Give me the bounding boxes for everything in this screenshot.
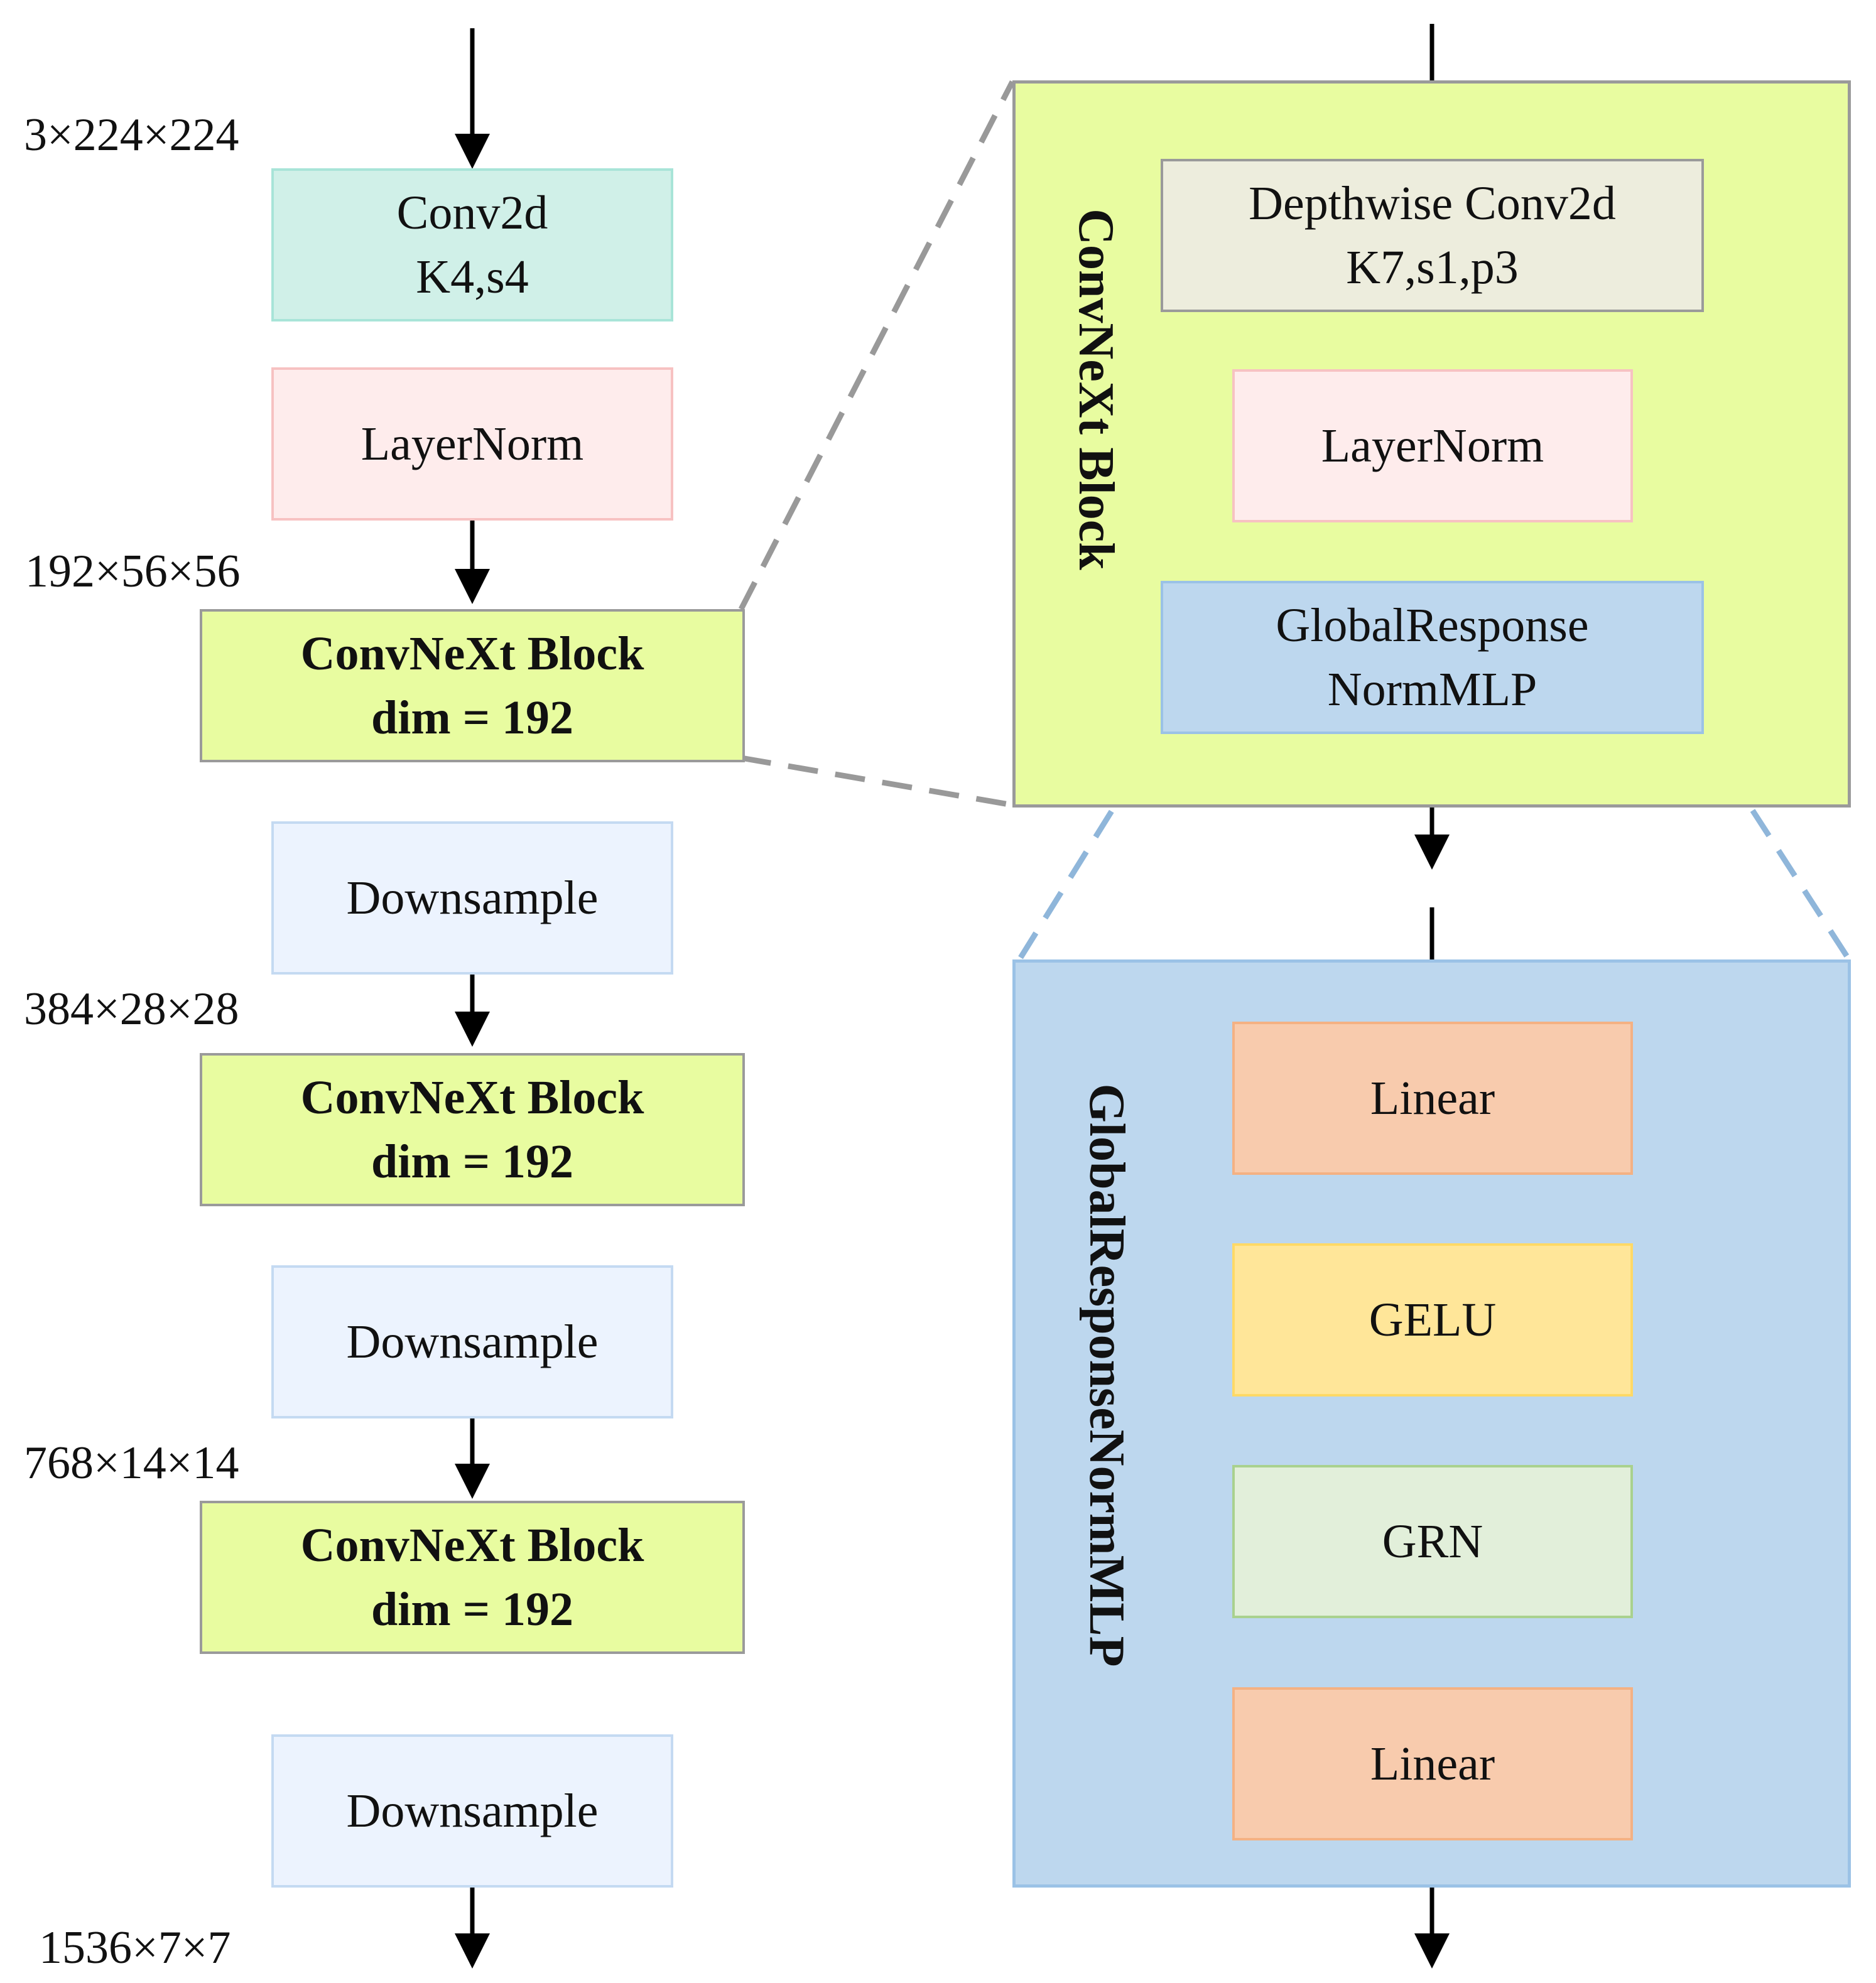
stem-conv-label: Conv2d [396,186,548,239]
dwconv-box: Depthwise Conv2d K7,s1,p3 [1161,159,1704,312]
stem-norm-box: LayerNorm [271,367,673,521]
downsample-3: Downsample [271,1734,673,1888]
downsample-1: Downsample [271,821,673,975]
zoom-line-top [738,80,1016,611]
block2-dim: dim = 192 [371,1135,573,1188]
grn-mlp-label-1: GlobalResponse [1276,599,1589,652]
block3-title: ConvNeXt Block [300,1519,644,1572]
grn-mlp-panel-title: GlobalResponseNormMLP [1079,1083,1134,1667]
linear-2-box: Linear [1232,1687,1633,1840]
grn-mlp-box: GlobalResponse NormMLP [1161,581,1704,734]
downsample3-label: Downsample [346,1785,599,1837]
downsample1-label: Downsample [346,872,599,924]
stem-norm-label: LayerNorm [361,418,584,470]
input-dim-label: 3×224×224 [24,109,239,161]
block2-title: ConvNeXt Block [300,1071,644,1124]
block3-dim: dim = 192 [371,1583,573,1636]
block-norm-box: LayerNorm [1232,369,1633,522]
downsample-2: Downsample [271,1265,673,1418]
convnext-block-2: ConvNeXt Block dim = 192 [200,1053,745,1206]
dim3-label: 768×14×14 [24,1437,239,1489]
zoom-line-bottom [740,755,1013,808]
block1-title: ConvNeXt Block [300,627,644,680]
grn-mlp-label-2: NormMLP [1327,663,1537,716]
block-norm-label: LayerNorm [1321,419,1544,472]
stem-conv-params: K4,s4 [416,251,529,303]
grn-box: GRN [1232,1465,1633,1618]
convnext-block-panel-title: ConvNeXt Block [1068,208,1124,570]
grn-label: GRN [1382,1515,1483,1568]
convnext-block-1: ConvNeXt Block dim = 192 [200,609,745,762]
stem-conv-box: Conv2d K4,s4 [271,168,673,321]
linear-2-label: Linear [1370,1737,1495,1790]
downsample2-label: Downsample [346,1316,599,1368]
dim2-label: 384×28×28 [24,983,239,1035]
dwconv-params: K7,s1,p3 [1346,241,1519,294]
linear-1-box: Linear [1232,1022,1633,1175]
gelu-label: GELU [1369,1294,1497,1346]
block1-dim: dim = 192 [371,691,573,744]
gelu-box: GELU [1232,1243,1633,1397]
linear-1-label: Linear [1370,1072,1495,1125]
dwconv-label: Depthwise Conv2d [1249,177,1616,230]
convnext-block-3: ConvNeXt Block dim = 192 [200,1501,745,1654]
dim1-label: 192×56×56 [25,546,241,597]
output-dim-label: 1536×7×7 [39,1922,231,1974]
